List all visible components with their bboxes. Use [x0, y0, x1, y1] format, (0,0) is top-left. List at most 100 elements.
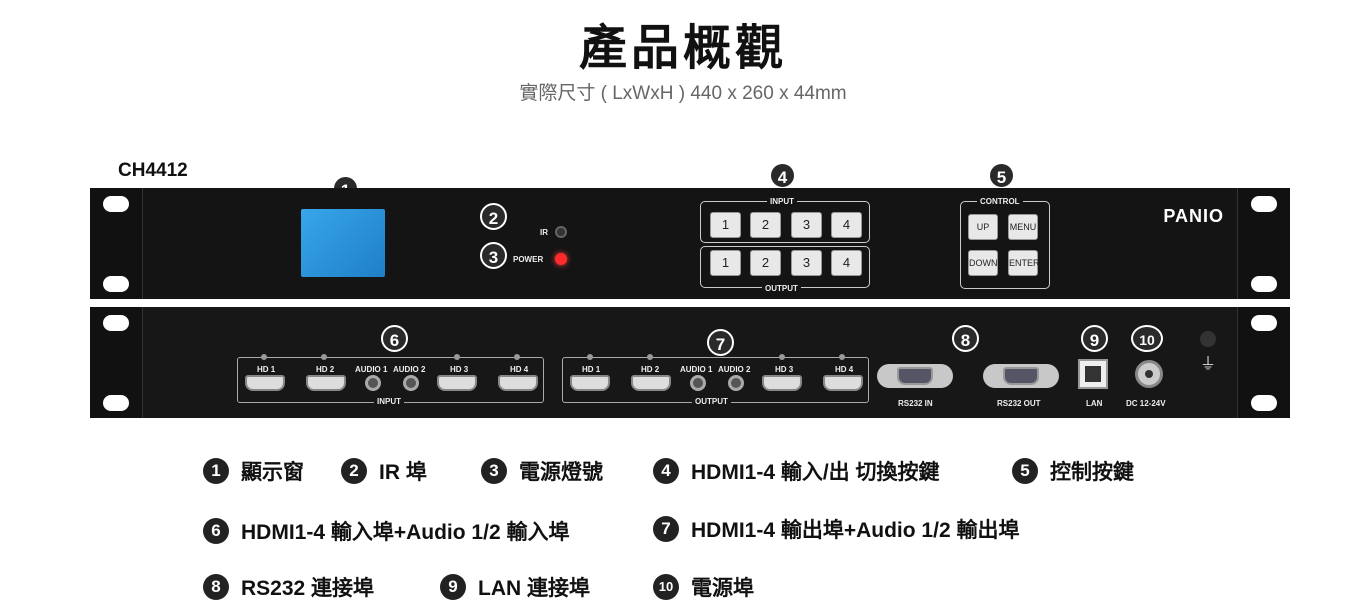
- power-label: POWER: [513, 255, 544, 264]
- port-label: HD 4: [510, 365, 529, 374]
- dc-power-port[interactable]: [1135, 360, 1163, 388]
- output-group-label: OUTPUT: [692, 397, 731, 406]
- port-label: HD 2: [641, 365, 660, 374]
- badge-2: 2: [480, 203, 507, 230]
- port-label: HD 1: [257, 365, 276, 374]
- led-hole: [587, 354, 593, 360]
- mount-slot: [1251, 315, 1277, 331]
- output-key-2[interactable]: 2: [750, 250, 781, 276]
- control-key-up[interactable]: UP: [968, 214, 998, 240]
- hdmi-output-2[interactable]: [631, 375, 671, 391]
- badge-10: 10: [1131, 325, 1163, 352]
- badge-9: 9: [1081, 325, 1108, 352]
- power-led-icon: [555, 253, 567, 265]
- rack-ear-right: [1238, 307, 1290, 418]
- page-title: 產品概觀: [578, 20, 787, 76]
- mount-slot: [103, 276, 129, 292]
- ir-sensor-icon: [555, 226, 567, 238]
- mount-slot: [1251, 196, 1277, 212]
- port-label: HD 3: [775, 365, 794, 374]
- dc-label: DC 12-24V: [1126, 399, 1166, 408]
- output-key-4[interactable]: 4: [831, 250, 862, 276]
- audio-input-2[interactable]: [403, 375, 419, 391]
- output-label: OUTPUT: [762, 284, 801, 293]
- audio-input-1[interactable]: [365, 375, 381, 391]
- led-hole: [647, 354, 653, 360]
- lan-port[interactable]: [1078, 359, 1108, 389]
- ear-divider: [142, 307, 143, 418]
- input-key-4[interactable]: 4: [831, 212, 862, 238]
- control-key-menu[interactable]: MENU: [1008, 214, 1038, 240]
- port-label: HD 3: [450, 365, 469, 374]
- lan-label: LAN: [1086, 399, 1103, 408]
- rack-ear-left: [90, 188, 142, 299]
- port-label: HD 1: [582, 365, 601, 374]
- port-label: HD 2: [316, 365, 335, 374]
- hdmi-input-2[interactable]: [306, 375, 346, 391]
- led-hole: [321, 354, 327, 360]
- ground-screw-icon: [1200, 331, 1216, 347]
- hdmi-input-4[interactable]: [498, 375, 538, 391]
- led-hole: [779, 354, 785, 360]
- front-panel: 2 3 IR POWER INPUT 1 2 3 4 1 2 3 4 OUTPU…: [90, 188, 1290, 299]
- hdmi-output-1[interactable]: [570, 375, 610, 391]
- hdmi-input-3[interactable]: [437, 375, 477, 391]
- mount-slot: [103, 315, 129, 331]
- control-label: CONTROL: [977, 197, 1023, 206]
- badge-7: 7: [707, 329, 734, 356]
- input-label: INPUT: [767, 197, 797, 206]
- badge-5: 5: [988, 162, 1015, 189]
- badge-6: 6: [381, 325, 408, 352]
- output-key-1[interactable]: 1: [710, 250, 741, 276]
- rs232-out-port[interactable]: [983, 364, 1059, 388]
- rs232-in-port[interactable]: [877, 364, 953, 388]
- mount-slot: [103, 395, 129, 411]
- rack-ear-right: [1238, 188, 1290, 299]
- model-label: CH4412: [118, 160, 188, 181]
- rack-ear-left: [90, 307, 142, 418]
- port-label: AUDIO 1: [355, 365, 388, 374]
- ground-icon: ⏚: [1200, 356, 1217, 373]
- rear-panel: 6 7 8 9 10 INPUT HD 1 HD 2 AUDIO 1 AUDIO…: [90, 307, 1290, 418]
- port-label: AUDIO 2: [393, 365, 426, 374]
- mount-slot: [1251, 276, 1277, 292]
- hdmi-output-3[interactable]: [762, 375, 802, 391]
- ear-divider: [1237, 188, 1238, 299]
- page-subtitle: 實際尺寸 ( LxWxH ) 440 x 260 x 44mm: [519, 83, 847, 104]
- port-label: AUDIO 2: [718, 365, 751, 374]
- control-key-enter[interactable]: ENTER: [1008, 250, 1040, 276]
- input-key-1[interactable]: 1: [710, 212, 741, 238]
- audio-output-2[interactable]: [728, 375, 744, 391]
- output-key-3[interactable]: 3: [791, 250, 822, 276]
- input-key-3[interactable]: 3: [791, 212, 822, 238]
- ir-label: IR: [540, 228, 548, 237]
- ear-divider: [142, 188, 143, 299]
- hdmi-output-4[interactable]: [823, 375, 863, 391]
- rs232-in-label: RS232 IN: [898, 399, 933, 408]
- audio-output-1[interactable]: [690, 375, 706, 391]
- port-label: HD 4: [835, 365, 854, 374]
- led-hole: [454, 354, 460, 360]
- mount-slot: [103, 196, 129, 212]
- port-label: AUDIO 1: [680, 365, 713, 374]
- led-hole: [839, 354, 845, 360]
- badge-3: 3: [480, 242, 507, 269]
- control-key-down[interactable]: DOWN: [968, 250, 998, 276]
- display-window: [301, 209, 385, 277]
- badge-4: 4: [769, 162, 796, 189]
- hdmi-input-1[interactable]: [245, 375, 285, 391]
- led-hole: [514, 354, 520, 360]
- badge-8: 8: [952, 325, 979, 352]
- input-group-label: INPUT: [374, 397, 404, 406]
- ear-divider: [1237, 307, 1238, 418]
- input-key-2[interactable]: 2: [750, 212, 781, 238]
- mount-slot: [1251, 395, 1277, 411]
